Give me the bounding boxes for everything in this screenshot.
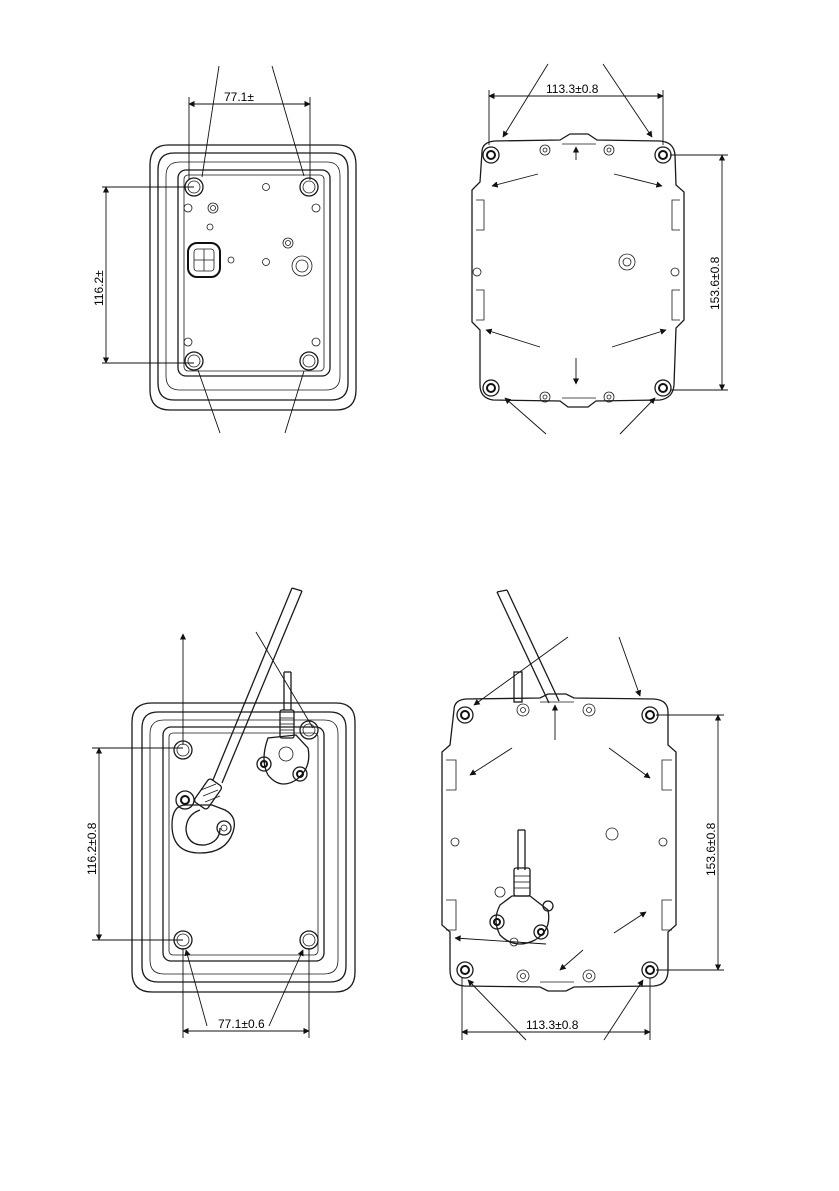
view-bottom-right: 113.3±0.8 153.6±0.8: [442, 590, 724, 1040]
dim-height-bottom-left: 116.2±0.8: [85, 822, 99, 875]
view-bottom-left: 77.1±0.6 116.2±0.8: [85, 588, 355, 1038]
mounting-hole: [300, 931, 318, 949]
dim-width-top-left: 77.1±: [224, 90, 254, 104]
dim-width-top-right: 113.3±0.8: [546, 82, 599, 96]
corner-screw: [642, 962, 658, 978]
corner-screw: [655, 147, 671, 163]
mounting-hole: [185, 352, 203, 370]
corner-screw: [457, 707, 473, 723]
dim-height-top-left: 116.2±: [92, 270, 106, 306]
dim-height-top-right: 153.6±0.8: [708, 256, 722, 310]
connector-socket: [188, 243, 220, 277]
corner-screw: [483, 380, 499, 396]
corner-screw: [457, 962, 473, 978]
cable-gland: [490, 830, 553, 946]
corner-screw: [483, 147, 499, 163]
view-top-left: 77.1± 116.2±: [92, 66, 356, 433]
dim-height-bottom-right: 153.6±0.8: [704, 822, 718, 876]
corner-screw: [642, 707, 658, 723]
cable-gland: [257, 672, 309, 784]
dim-width-bottom-right: 113.3±0.8: [526, 1018, 579, 1032]
corner-screw: [655, 380, 671, 396]
dim-width-bottom-left: 77.1±0.6: [218, 1017, 265, 1031]
mounting-hole: [300, 721, 318, 739]
mounting-hole: [300, 352, 318, 370]
cable-clamp: [172, 778, 234, 853]
view-top-right: 113.3±0.8 153.6±0.8: [472, 64, 728, 434]
mounting-hole: [300, 178, 318, 196]
